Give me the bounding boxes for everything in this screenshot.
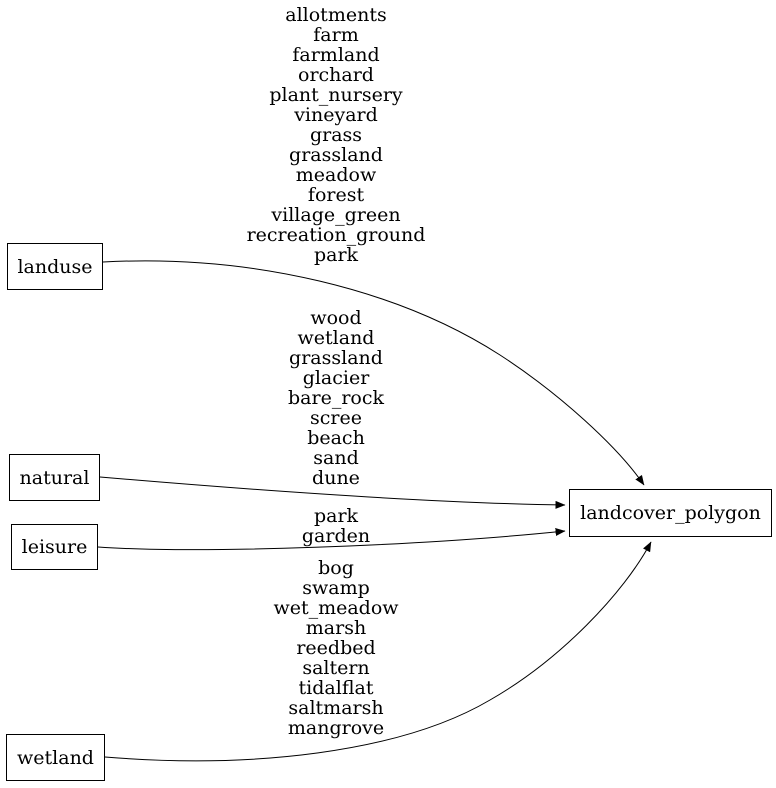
node-landuse: landuse: [7, 243, 103, 290]
edge-label-leisure-values: park garden: [301, 505, 371, 547]
node-leisure: leisure: [11, 524, 98, 570]
edge-landuse-to-landcover: [102, 260, 645, 486]
edge-leisure-to-landcover: [97, 527, 566, 551]
node-natural: natural: [9, 454, 100, 501]
edge-label-landuse-values: allotments farm farmland orchard plant_n…: [246, 4, 426, 266]
edge-wetland-to-landcover: [104, 541, 652, 762]
edge-label-natural-values: wood wetland grassland glacier bare_rock…: [288, 307, 384, 489]
node-landcover-polygon: landcover_polygon: [569, 489, 772, 537]
edge-label-wetland-values: bog swamp wet_meadow marsh reedbed salte…: [273, 557, 399, 739]
node-wetland: wetland: [6, 734, 105, 781]
edge-natural-to-landcover: [99, 476, 566, 509]
